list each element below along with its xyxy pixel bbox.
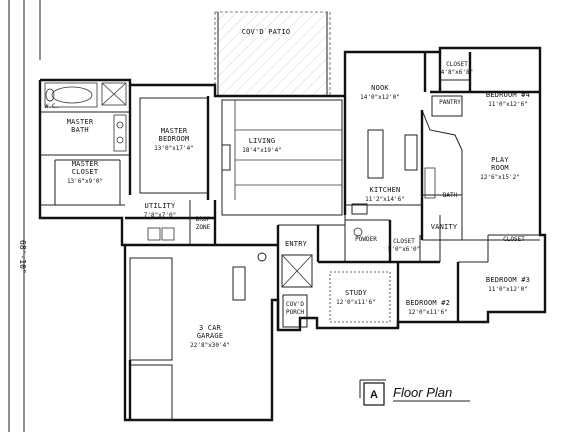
svg-text:12'0"x11'6": 12'0"x11'6"	[408, 309, 448, 316]
svg-text:PLAY: PLAY	[491, 156, 509, 164]
plan-title: Floor Plan	[393, 385, 452, 400]
svg-text:18'4"x19'4": 18'4"x19'4"	[242, 147, 282, 154]
room-playroom: PLAY ROOM 12'6"x15'2"	[480, 156, 520, 181]
svg-text:PANTRY: PANTRY	[439, 99, 461, 106]
svg-text:12'0"x11'6": 12'0"x11'6"	[336, 299, 376, 306]
svg-text:LIVING: LIVING	[249, 137, 276, 145]
svg-text:BATH: BATH	[71, 126, 89, 134]
room-wc: W.C.	[45, 103, 59, 110]
room-master-bedroom: MASTER BEDROOM 13'0"x17'4"	[154, 127, 194, 152]
room-bath: BATH	[443, 192, 458, 199]
side-dimension-text: 68'-10"	[18, 240, 27, 274]
room-bedroom2: BEDROOM #2 12'0"x11'6"	[406, 299, 450, 316]
svg-text:BEDROOM #4: BEDROOM #4	[486, 91, 530, 99]
room-patio: COV'D PATIO	[242, 28, 291, 36]
svg-text:4'8"x6'8": 4'8"x6'8"	[441, 69, 474, 76]
svg-text:COV'D: COV'D	[286, 301, 304, 308]
svg-text:KITCHEN: KITCHEN	[370, 186, 401, 194]
room-master-closet: MASTER CLOSET 13'6"x9'0"	[67, 160, 103, 185]
svg-text:5'0"x6'0": 5'0"x6'0"	[388, 246, 421, 253]
svg-text:11'2"x14'6": 11'2"x14'6"	[365, 196, 405, 203]
room-study: STUDY 12'0"x11'6"	[336, 289, 376, 306]
svg-text:NOOK: NOOK	[371, 84, 389, 92]
room-pantry: PANTRY	[439, 99, 461, 106]
svg-text:W.C.: W.C.	[45, 103, 59, 110]
svg-text:CLOSET: CLOSET	[72, 168, 99, 176]
room-entry: ENTRY	[285, 240, 308, 248]
title-block: A Floor Plan	[359, 379, 470, 406]
svg-text:PORCH: PORCH	[286, 309, 304, 316]
room-kitchen: KITCHEN 11'2"x14'6"	[365, 186, 405, 203]
svg-text:14'0"x12'0": 14'0"x12'0"	[360, 94, 400, 101]
svg-text:BATH: BATH	[443, 192, 458, 199]
svg-text:13'6"x9'0": 13'6"x9'0"	[67, 178, 103, 185]
svg-text:BEDROOM: BEDROOM	[159, 135, 190, 143]
svg-text:22'8"x30'4": 22'8"x30'4"	[190, 342, 230, 349]
svg-text:CLOSET: CLOSET	[503, 236, 525, 243]
svg-text:12'6"x15'2": 12'6"x15'2"	[480, 174, 520, 181]
svg-text:11'0"x12'6": 11'0"x12'6"	[488, 101, 528, 108]
room-living: LIVING 18'4"x19'4"	[242, 137, 282, 154]
exterior-walls	[38, 46, 547, 422]
svg-text:POWDER: POWDER	[355, 236, 377, 243]
room-closet-hall: CLOSET 5'0"x6'0"	[388, 238, 421, 253]
svg-text:MASTER: MASTER	[72, 160, 99, 168]
title-mark: A	[370, 389, 378, 401]
room-closet-bedroom4: CLOSET 4'8"x6'8"	[441, 61, 474, 76]
room-bedroom4: BEDROOM #4 11'0"x12'6"	[486, 91, 530, 108]
room-porch: COV'D PORCH	[286, 301, 304, 316]
svg-text:COV'D PATIO: COV'D PATIO	[242, 28, 291, 36]
svg-text:7'8"x7'0": 7'8"x7'0"	[144, 212, 177, 219]
svg-text:MASTER: MASTER	[161, 127, 188, 135]
room-closet-bedroom3: CLOSET	[503, 236, 525, 243]
room-powder: POWDER	[355, 236, 377, 243]
fixtures	[44, 82, 436, 241]
room-drop-zone: DROP ZONE	[196, 216, 211, 231]
room-vanity: VANITY	[431, 223, 458, 231]
svg-text:BEDROOM #3: BEDROOM #3	[486, 276, 530, 284]
svg-text:UTILITY: UTILITY	[145, 202, 176, 210]
room-nook: NOOK 14'0"x12'0"	[360, 84, 400, 101]
svg-text:STUDY: STUDY	[345, 289, 368, 297]
side-dimension-line: 68'-10"	[8, 0, 41, 432]
svg-text:3 CAR: 3 CAR	[199, 324, 222, 332]
svg-text:13'0"x17'4": 13'0"x17'4"	[154, 145, 194, 152]
svg-text:MASTER: MASTER	[67, 118, 94, 126]
svg-text:CLOSET: CLOSET	[446, 61, 468, 68]
room-master-bath: MASTER BATH	[67, 118, 94, 134]
svg-text:ROOM: ROOM	[491, 164, 509, 172]
svg-text:11'0"x12'0": 11'0"x12'0"	[488, 286, 528, 293]
room-labels: COV'D PATIO NOOK 14'0"x12'0" CLOSET 4'8"…	[45, 28, 530, 349]
interior-walls	[40, 52, 540, 421]
patio-area	[214, 11, 331, 97]
svg-text:ZONE: ZONE	[196, 224, 211, 231]
svg-text:BEDROOM #2: BEDROOM #2	[406, 299, 450, 307]
svg-text:VANITY: VANITY	[431, 223, 458, 231]
svg-text:DROP: DROP	[196, 216, 211, 223]
room-utility: UTILITY 7'8"x7'0"	[144, 202, 177, 219]
room-bedroom3: BEDROOM #3 11'0"x12'0"	[486, 276, 530, 293]
svg-text:GARAGE: GARAGE	[197, 332, 224, 340]
svg-text:CLOSET: CLOSET	[393, 238, 415, 245]
room-garage: 3 CAR GARAGE 22'8"x30'4"	[190, 324, 230, 349]
svg-text:ENTRY: ENTRY	[285, 240, 308, 248]
